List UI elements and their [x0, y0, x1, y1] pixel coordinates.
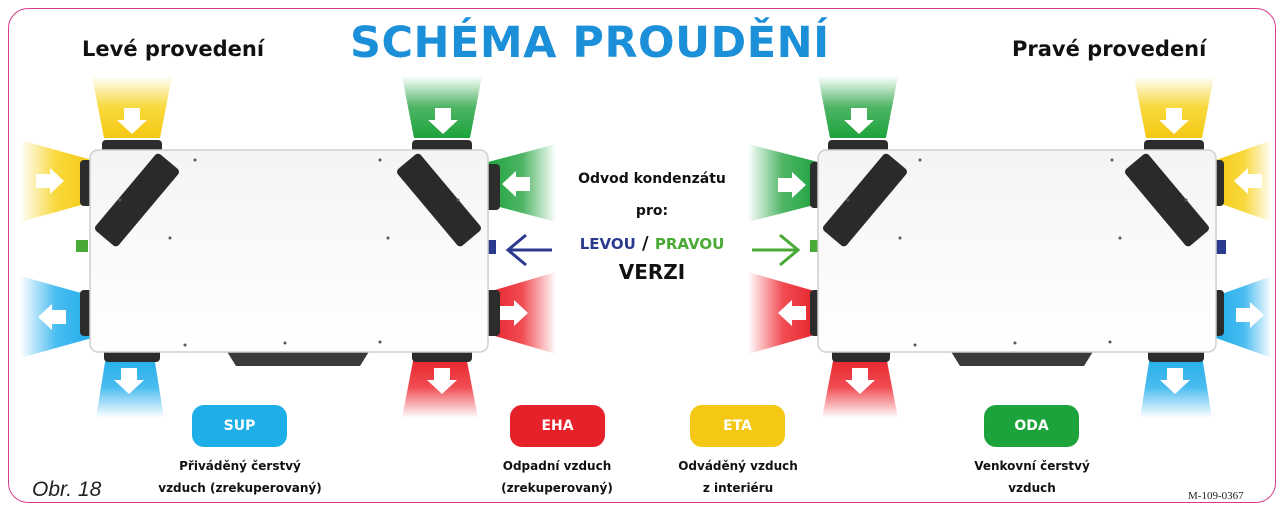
right-version-title: Pravé provedení — [1012, 37, 1207, 61]
left-eta-top-flow — [92, 76, 172, 138]
legend-desc-eha: Odpadní vzduch (zrekuperovaný) — [501, 459, 613, 495]
legend-desc-eta: Odváděný vzduch z interiéru — [678, 459, 798, 495]
left-oda-top-flow — [402, 76, 482, 138]
legend-badge-oda: ODA — [984, 405, 1079, 447]
document-code: M-109-0367 — [1188, 490, 1244, 502]
right-unit-body — [817, 149, 1217, 353]
condensate-verzi: VERZI — [618, 260, 686, 284]
page-title: SCHÉMA PROUDĚNÍ — [350, 18, 830, 68]
left-unit — [20, 76, 556, 418]
left-version-title: Levé provedení — [82, 37, 265, 61]
condensate-label-line2: pro: — [635, 203, 669, 219]
legend-desc-oda: Venkovní čerstvý vzduch — [974, 459, 1090, 495]
condensate-versions: LEVOU / PRAVOU — [548, 233, 756, 254]
condensate-label-line1: Odvod kondenzátu — [578, 171, 726, 187]
condensate-right-arrow — [752, 233, 801, 267]
levou-label: LEVOU — [579, 235, 636, 253]
legend-badge-sup: SUP — [192, 405, 287, 447]
right-unit — [748, 76, 1272, 418]
legend-badge-eha: EHA — [510, 405, 605, 447]
figure-label: Obr. 18 — [32, 478, 102, 501]
legend-desc-sup: Přiváděný čerstvý vzduch (zrekuperovaný) — [158, 459, 322, 495]
pravou-label: PRAVOU — [654, 235, 725, 253]
right-oda-top-flow — [818, 76, 898, 138]
right-eta-top-flow — [1134, 76, 1214, 138]
legend-badge-eta: ETA — [690, 405, 785, 447]
diagram-frame — [8, 8, 1276, 503]
left-unit-body — [89, 149, 489, 353]
slash-separator: / — [635, 233, 655, 254]
condensate-left-arrow — [505, 233, 552, 267]
